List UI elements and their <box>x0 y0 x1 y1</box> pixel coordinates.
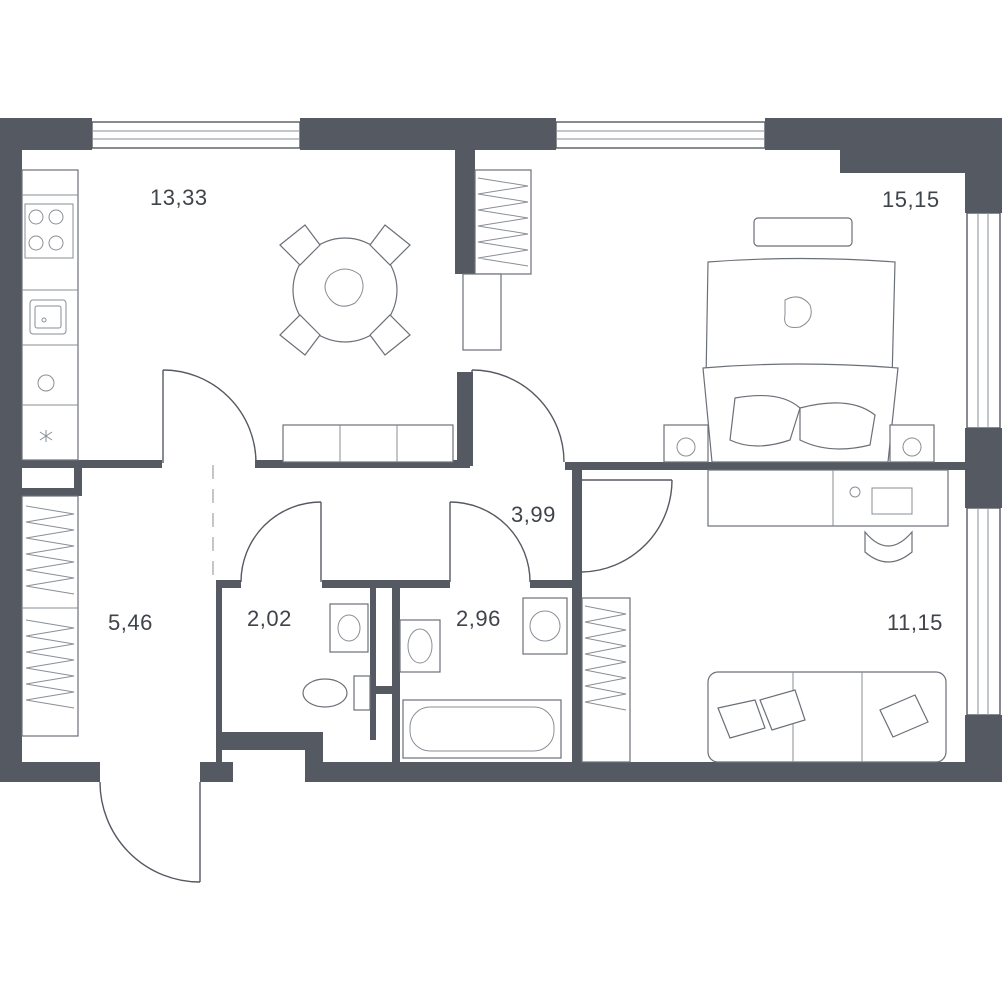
outer-walls <box>0 118 1002 782</box>
corridor-area-label: 3,99 <box>511 502 556 527</box>
interior-walls <box>22 148 965 782</box>
living-furniture <box>581 469 949 763</box>
living-area-label: 11,15 <box>887 610 943 635</box>
toilet-area-label: 2,02 <box>247 606 292 631</box>
bathroom-furniture <box>302 597 568 759</box>
windows <box>91 121 1001 716</box>
bedroom-furniture <box>462 169 935 463</box>
hall-area-label: 5,46 <box>108 610 153 635</box>
doors <box>99 369 673 883</box>
kitchen-furniture <box>21 169 454 463</box>
bathroom-area-label: 2,96 <box>456 606 501 631</box>
bedroom-area-label: 15,15 <box>882 187 940 212</box>
kitchen-area-label: 13,33 <box>150 185 208 210</box>
hall-furniture <box>21 495 79 737</box>
